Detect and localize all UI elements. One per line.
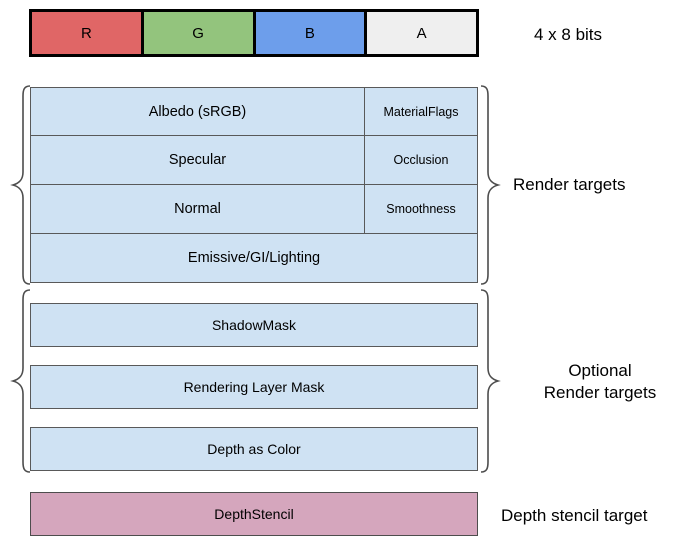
render-target-alpha-materialflags: MaterialFlags (365, 87, 478, 136)
render-target-alpha-smoothness: Smoothness (365, 185, 478, 234)
render-target-main-specular: Specular (30, 136, 365, 185)
depth-stencil-side-label: Depth stencil target (501, 506, 648, 525)
render-target-main-normal: Normal (30, 185, 365, 234)
optional-render-target-shadowmask: ShadowMask (30, 303, 478, 347)
render-target-row-normal: Normal Smoothness (30, 185, 478, 234)
render-target-row-specular: Specular Occlusion (30, 136, 478, 185)
channel-cell-b: B (255, 12, 368, 54)
optional-render-targets-left-brace (10, 289, 31, 473)
channel-bar-side-label: 4 x 8 bits (534, 25, 603, 44)
render-targets-left-brace (10, 85, 31, 285)
optional-render-targets-side-label: Optional Render targets (543, 361, 657, 402)
optional-render-target-depth-as-color: Depth as Color (30, 427, 478, 471)
render-target-alpha-occlusion: Occlusion (365, 136, 478, 185)
render-target-row-albedo: Albedo (sRGB) MaterialFlags (30, 87, 478, 136)
optional-render-targets-right-brace (480, 289, 501, 473)
optional-render-target-rendering-layer-mask: Rendering Layer Mask (30, 365, 478, 409)
channel-cell-a: A (367, 12, 476, 54)
render-target-main-albedo: Albedo (sRGB) (30, 87, 365, 136)
rgba-channel-bar: R G B A (29, 9, 479, 57)
channel-cell-g: G (143, 12, 256, 54)
depth-stencil-box: DepthStencil (30, 492, 478, 536)
render-targets-right-brace (480, 85, 501, 285)
render-target-row-emissive: Emissive/GI/Lighting (30, 234, 478, 283)
channel-cell-r: R (32, 12, 144, 54)
render-targets-side-label: Render targets (513, 175, 626, 194)
